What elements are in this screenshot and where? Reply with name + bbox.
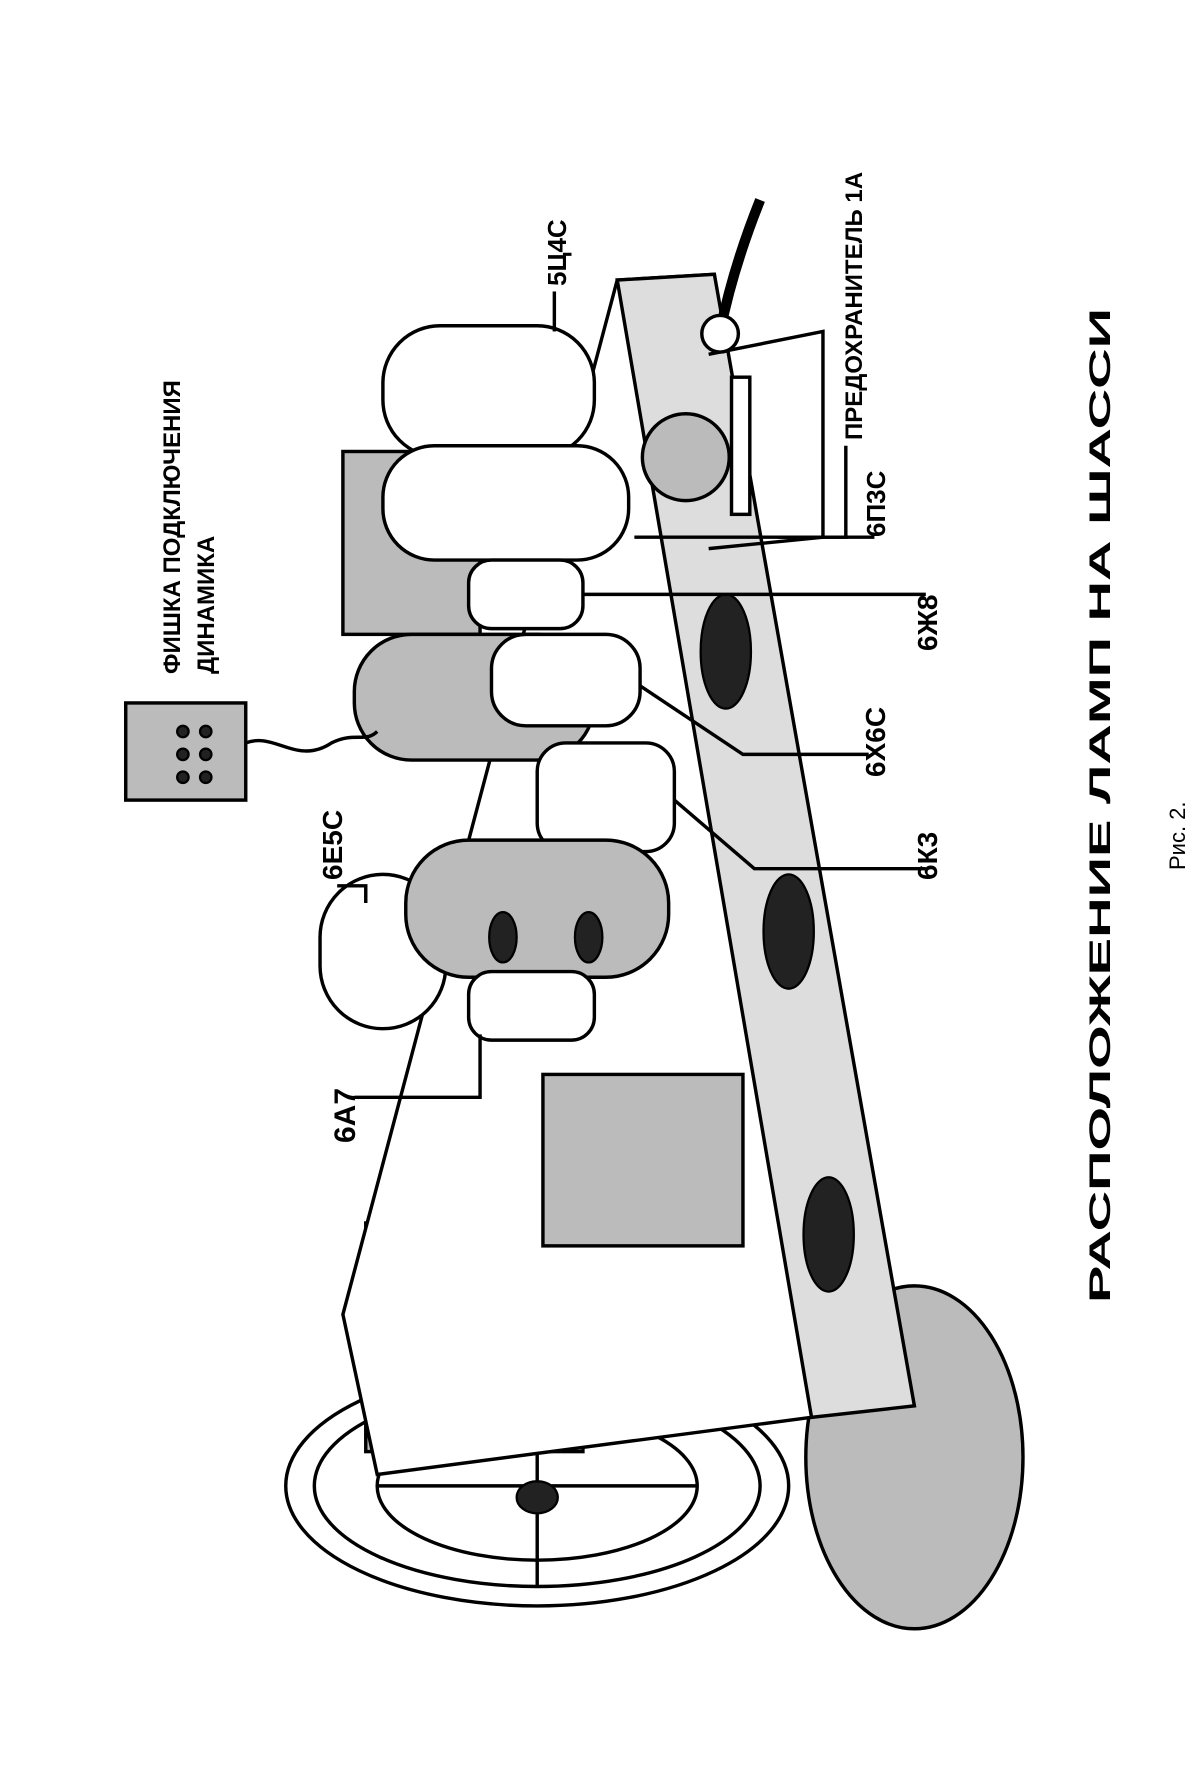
label-6a7: 6А7: [329, 1088, 362, 1143]
cord-grommet: [702, 315, 739, 352]
figure-title: РАСПОЛОЖЕНИЕ ЛАМП НА ШАССИ: [1084, 308, 1117, 1303]
chassis-drawing: [126, 200, 1023, 1629]
label-5c4s: 5Ц4С: [542, 219, 572, 286]
label-6kh6s: 6Х6С: [860, 707, 891, 777]
power-cord: [720, 200, 760, 331]
figure-caption: Рис. 2.: [1165, 801, 1190, 870]
if-transformer-box: [543, 1074, 743, 1245]
speaker-plug: [126, 703, 377, 800]
label-speaker-plug-2: ДИНАМИКА: [193, 536, 220, 674]
tube-6a7: [469, 972, 595, 1041]
tube-6p3s: [383, 446, 629, 560]
label-fuse: ПРЕДОХРАНИТЕЛЬ 1А: [841, 172, 868, 440]
label-6k3: 6К3: [912, 832, 943, 880]
tube-5c4s: [383, 326, 594, 457]
label-speaker-plug-1: ФИШКА ПОДКЛЮЧЕНИЯ: [159, 380, 186, 674]
label-6p3s: 6П3С: [861, 470, 891, 537]
tube-6zh8: [469, 560, 583, 629]
shield-can-2: [406, 840, 669, 977]
tube-6k3: [537, 743, 674, 852]
tube-6kh6s: [491, 634, 640, 725]
label-6zh8: 6Ж8: [912, 595, 943, 651]
label-6e5s: 6Е5С: [317, 810, 348, 880]
